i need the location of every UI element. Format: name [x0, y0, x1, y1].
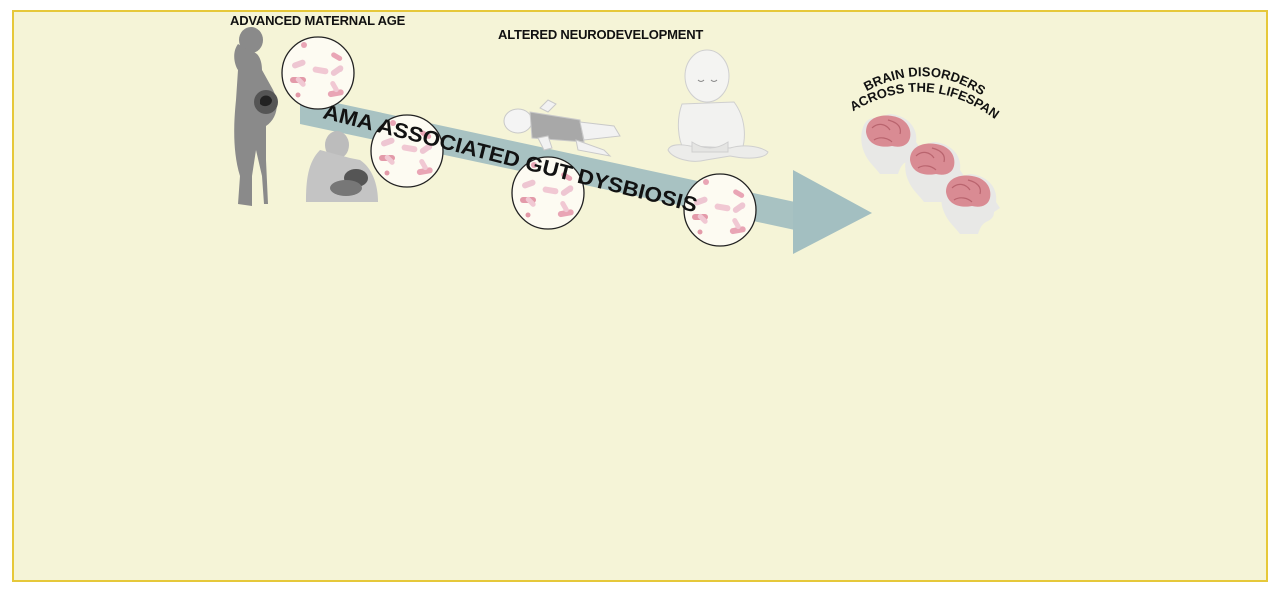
sitting-baby-icon	[667, 49, 769, 162]
altered-neurodevelopment-label: ALTERED NEURODEVELOPMENT	[498, 27, 704, 42]
microbe-circle-icon	[281, 36, 355, 110]
brain-head-icon	[940, 173, 1001, 235]
figure-frame	[12, 10, 1268, 582]
lying-infant-icon	[503, 99, 621, 157]
advanced-maternal-age-label: ADVANCED MATERNAL AGE	[230, 13, 406, 28]
pregnant-woman-icon	[234, 27, 278, 206]
breastfeeding-mother-icon	[306, 131, 378, 202]
